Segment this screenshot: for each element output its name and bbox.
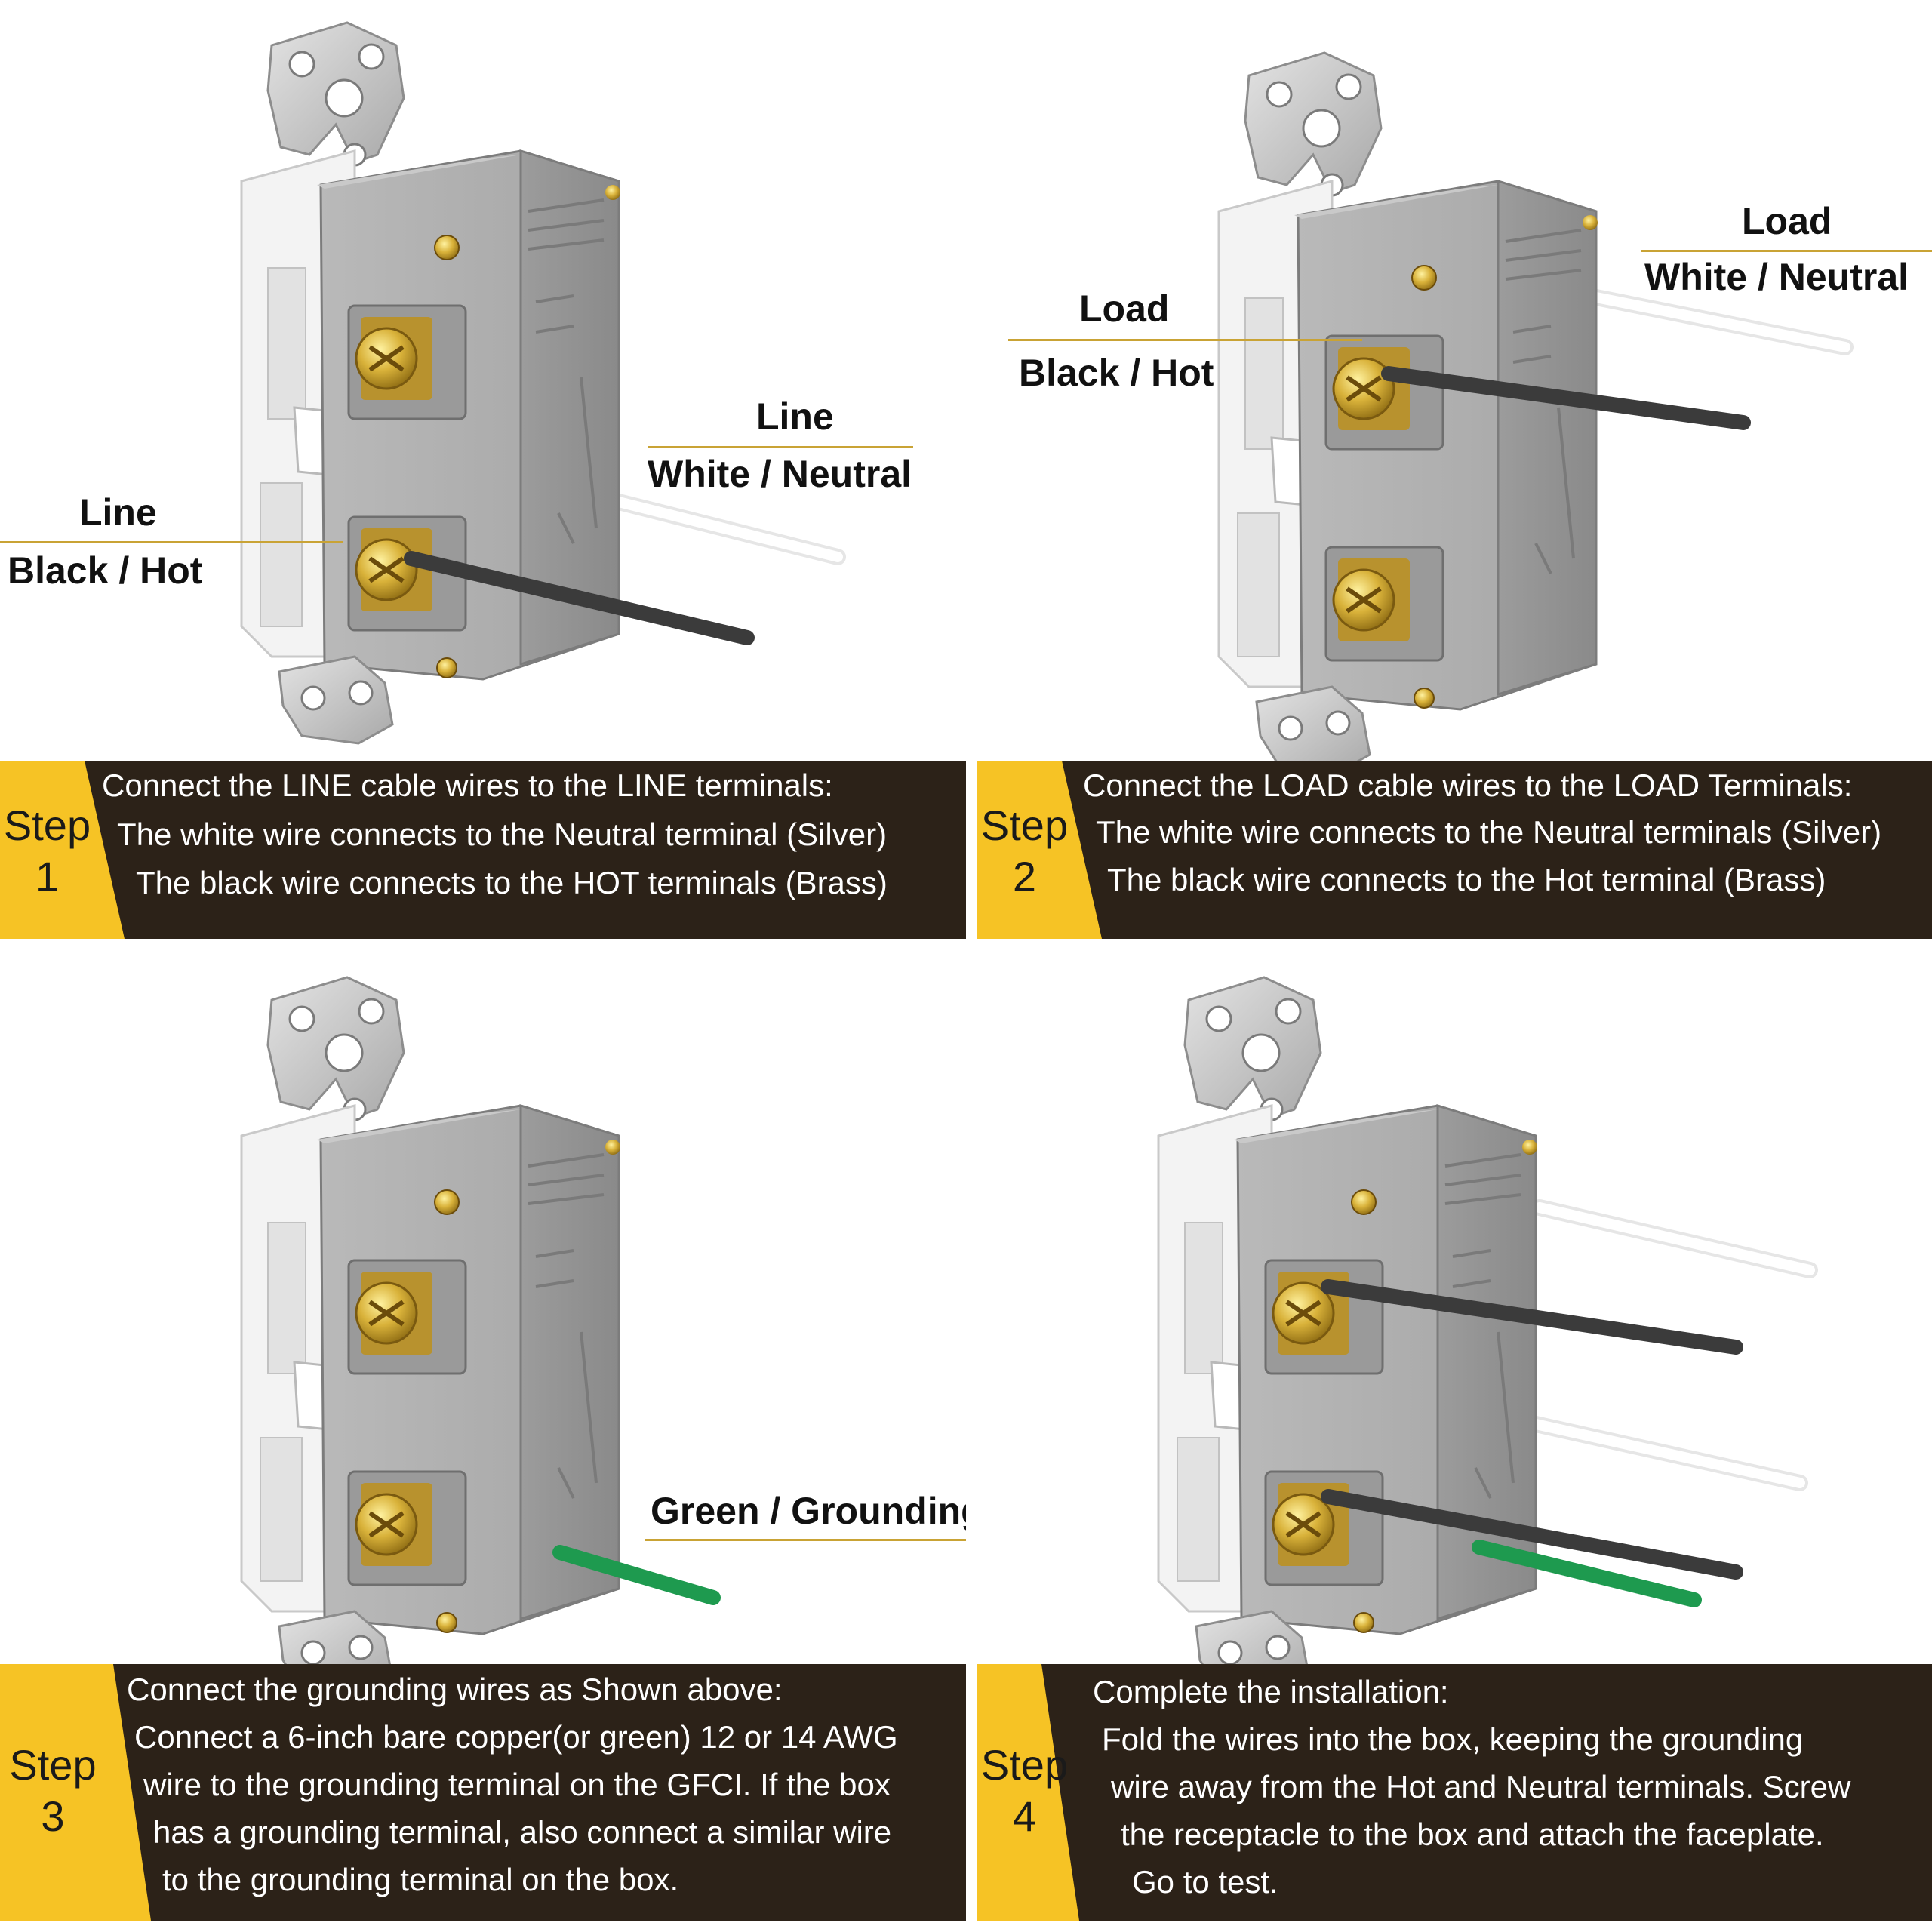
step-number: 2: [1012, 853, 1037, 900]
instruction-line: to the grounding terminal on the box.: [162, 1862, 679, 1897]
instruction-line: Connect the LOAD cable wires to the LOAD…: [1083, 768, 1853, 803]
step-word: Step: [3, 801, 91, 849]
gfci-receptacle-illustration: [977, 0, 1854, 966]
load-neutral-rule: [1641, 250, 1932, 252]
step-4-panel: Step 4 Complete the installation: Fold t…: [977, 955, 1932, 1921]
instruction-line: the receptacle to the box and attach the…: [1121, 1817, 1824, 1852]
load-hot-rule: [1008, 339, 1362, 341]
instruction-line: The black wire connects to the Hot termi…: [1107, 862, 1826, 897]
instruction-line: The black wire connects to the HOT termi…: [136, 865, 888, 900]
line-hot-label-top: Line: [79, 491, 157, 534]
load-hot-label-top: Load: [1079, 288, 1170, 330]
step-4-banner: Step 4 Complete the installation: Fold t…: [977, 1664, 1932, 1921]
instruction-line: The white wire connects to the Neutral t…: [1096, 814, 1882, 850]
step-number: 4: [1012, 1792, 1037, 1840]
instruction-line: Complete the installation:: [1093, 1674, 1449, 1709]
black-hot-wire: [1381, 366, 1751, 430]
step-word: Step: [9, 1741, 97, 1789]
line-neutral-rule: [648, 446, 913, 448]
step-number: 1: [35, 853, 60, 900]
grounding-rule: [645, 1539, 966, 1541]
black-hot-wire: [1321, 1489, 1743, 1580]
gfci-receptacle-illustration: [0, 0, 846, 966]
instruction-line: Fold the wires into the box, keeping the…: [1102, 1721, 1804, 1757]
instruction-line: Go to test.: [1132, 1864, 1278, 1900]
instruction-line: The white wire connects to the Neutral t…: [117, 817, 888, 852]
line-neutral-label-top: Line: [756, 395, 834, 438]
instruction-line: wire to the grounding terminal on the GF…: [143, 1767, 891, 1802]
load-hot-label-bottom: Black / Hot: [1019, 352, 1214, 394]
step-2-panel: Load White / Neutral Load Black / Hot St…: [977, 0, 1932, 966]
instruction-line: Connect the LINE cable wires to the LINE…: [102, 768, 833, 803]
step-3-panel: Green / Grounding Step 3 Connect the gro…: [0, 955, 966, 1921]
instruction-line: Connect the grounding wires as Shown abo…: [127, 1672, 783, 1707]
step-word: Step: [980, 801, 1069, 849]
line-hot-rule: [0, 541, 343, 543]
green-ground-wire: [1472, 1540, 1702, 1607]
step-2-banner: Step 2 Connect the LOAD cable wires to t…: [977, 761, 1932, 939]
load-neutral-label-top: Load: [1742, 200, 1832, 242]
line-hot-label-bottom: Black / Hot: [8, 549, 203, 592]
step-1-banner: Step 1 Connect the LINE cable wires to t…: [0, 761, 966, 939]
green-ground-wire: [552, 1545, 721, 1605]
gfci-receptacle-illustration: [977, 955, 1818, 1921]
black-hot-wire: [404, 551, 755, 645]
line-neutral-label-bottom: White / Neutral: [648, 453, 912, 495]
step-word: Step: [980, 1741, 1069, 1789]
step-number: 3: [41, 1792, 65, 1840]
instruction-line: has a grounding terminal, also connect a…: [153, 1814, 892, 1850]
instruction-line: wire away from the Hot and Neutral termi…: [1111, 1769, 1851, 1804]
step-1-panel: Line White / Neutral Line Black / Hot St…: [0, 0, 966, 966]
step-3-banner: Step 3 Connect the grounding wires as Sh…: [0, 1664, 966, 1921]
grounding-label: Green / Grounding: [651, 1490, 966, 1532]
load-neutral-label-bottom: White / Neutral: [1644, 256, 1909, 298]
black-hot-wire: [1321, 1279, 1743, 1355]
instruction-line: Connect a 6-inch bare copper(or green) 1…: [134, 1719, 898, 1755]
gfci-receptacle-illustration: [0, 955, 721, 1921]
